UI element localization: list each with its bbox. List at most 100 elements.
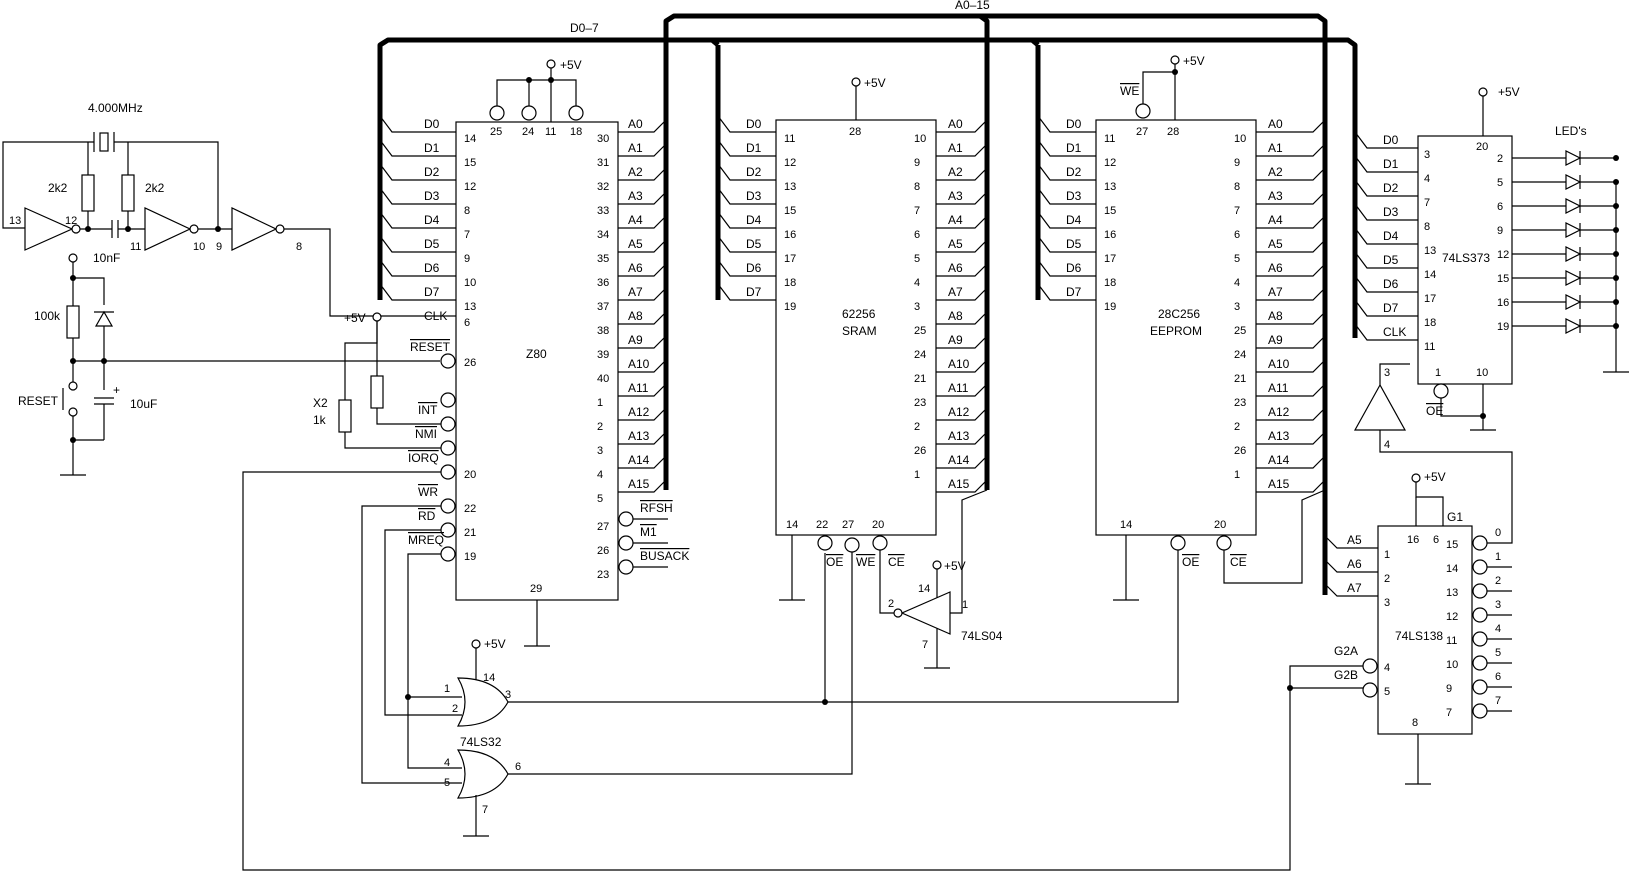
- z80-addr-pin: 4: [597, 469, 603, 481]
- mem-data-pin: 17: [1104, 253, 1116, 265]
- dec-out-bubble: [1472, 559, 1488, 575]
- dec-out-pin: 10: [1446, 659, 1458, 671]
- mem-addr-wire: [1256, 455, 1326, 469]
- mem-addr-pin: 3: [1234, 301, 1240, 313]
- z80-addr-pin: 30: [597, 133, 609, 145]
- z80-addr-label: A3: [628, 189, 643, 203]
- clk-pin-12: 12: [65, 215, 77, 227]
- latch-in-wire: [1354, 131, 1418, 149]
- latch-out-pin: 2: [1497, 153, 1503, 165]
- z80-addr-wire: [618, 287, 667, 301]
- mem-addr-wire: [936, 239, 988, 253]
- latch-bot-pin: 10: [1476, 367, 1488, 379]
- mem-addr-pin: 21: [1234, 373, 1246, 385]
- inverter-74ls04: +5V 74LS04 14 2 1 7: [879, 489, 1003, 669]
- z80-addr-pin: 32: [597, 181, 609, 193]
- dec-out-num: 3: [1495, 599, 1501, 611]
- latch-in-label: D5: [1383, 253, 1399, 267]
- mem-addr-pin: 23: [914, 397, 926, 409]
- mem-addr-label: A2: [948, 165, 963, 179]
- latch-in-pin: 11: [1424, 341, 1435, 353]
- z80-addr-pin: 37: [597, 301, 609, 313]
- z80-addr-label: A8: [628, 309, 643, 323]
- mem-addr-pin: 23: [1234, 397, 1246, 409]
- mem-addr-label: A13: [1268, 429, 1290, 443]
- z80-rd-label: RD: [418, 509, 436, 523]
- z80-pin-22: 22: [464, 503, 476, 515]
- clk-pin-8: 8: [296, 241, 302, 253]
- dec-out-pin: 11: [1446, 635, 1457, 647]
- mem-addr-pin: 5: [1234, 253, 1240, 265]
- mem-data-label: D7: [1066, 285, 1082, 299]
- latch-in-wire: [1354, 203, 1418, 221]
- mem-addr-label: A4: [1268, 213, 1283, 227]
- mem-addr-label: A3: [948, 189, 963, 203]
- mem-addr-label: A12: [1268, 405, 1290, 419]
- z80-addr-wire: [618, 479, 667, 493]
- sram-title: 62256: [842, 307, 876, 321]
- g2b-label: G2B: [1334, 668, 1358, 682]
- mem-addr-wire: [1256, 335, 1326, 349]
- z80-data-pin: 13: [464, 301, 476, 313]
- mem-addr-label: A1: [948, 141, 963, 155]
- z80-data-pin: 9: [464, 253, 470, 265]
- z80-reset-label: RESET: [410, 340, 451, 354]
- z80-addr-label: A6: [628, 261, 643, 275]
- mem-addr-wire: [1256, 191, 1326, 205]
- reset-plus-label: +: [113, 383, 120, 397]
- address-bus: A0–15: [663, 0, 1328, 595]
- mem-addr-label: A3: [1268, 189, 1283, 203]
- or-pin: 3: [505, 689, 511, 701]
- latch-in-label: D6: [1383, 277, 1399, 291]
- mem-addr-label: A9: [1268, 333, 1283, 347]
- mem-data-wire: [1037, 211, 1096, 229]
- mem-data-pin: 12: [1104, 157, 1116, 169]
- mem-addr-wire: [936, 407, 988, 421]
- z80-out-pin: 27: [597, 521, 609, 533]
- decoder-g1-label: G1: [1447, 510, 1463, 524]
- mem-addr-wire: [1256, 359, 1326, 373]
- mem-data-label: D2: [1066, 165, 1082, 179]
- mem-data-label: D0: [1066, 117, 1082, 131]
- dec-out-bubble: [1472, 679, 1488, 695]
- mem-data-wire: [1037, 283, 1096, 301]
- or-pin: 5: [444, 777, 450, 789]
- mem-data-label: D4: [1066, 213, 1082, 227]
- mem-addr-label: A11: [1268, 381, 1289, 395]
- mem-addr-wire: [936, 455, 988, 469]
- mem-addr-pin: 9: [914, 157, 920, 169]
- mem-addr-wire: [936, 143, 988, 157]
- dec-out-bubble: [1472, 583, 1488, 599]
- z80-addr-pin: 36: [597, 277, 609, 289]
- z80-nmi-label: NMI: [415, 427, 437, 441]
- z80-addr-wire: [618, 311, 667, 325]
- z80-data-label: D6: [424, 261, 440, 275]
- mem-addr-label: A8: [948, 309, 963, 323]
- mem-data-wire: [717, 259, 776, 277]
- mem-data-pin: 19: [784, 301, 796, 313]
- eeprom-subtitle: EEPROM: [1150, 324, 1202, 338]
- z80-addr-wire: [618, 143, 667, 157]
- latch-out-pin: 5: [1497, 177, 1503, 189]
- mem-addr-wire: [1256, 263, 1326, 277]
- mem-data-wire: [1037, 187, 1096, 205]
- or-pin: 2: [452, 703, 458, 715]
- buf-pin: 3: [1384, 367, 1390, 379]
- mem-addr-pin: 6: [1234, 229, 1240, 241]
- mem-addr-pin: 6: [914, 229, 920, 241]
- mem-addr-label: A8: [1268, 309, 1283, 323]
- mem-addr-wire: [1256, 431, 1326, 445]
- mem-addr-label: A0: [1268, 117, 1283, 131]
- z80-address-pins: A030A131A232A333A434A535A636A737A838A939…: [597, 117, 667, 505]
- z80-addr-label: A12: [628, 405, 650, 419]
- latch-out-pin: 12: [1497, 249, 1509, 261]
- z80-control-wiring: [242, 471, 1373, 871]
- inv-title: 74LS04: [961, 629, 1003, 643]
- mem-addr-pin: 4: [1234, 277, 1240, 289]
- z80-data-wire: [379, 187, 456, 205]
- dec-in-wire: [1324, 535, 1378, 549]
- mem-addr-pin: 2: [914, 421, 920, 433]
- mem-data-label: D3: [746, 189, 762, 203]
